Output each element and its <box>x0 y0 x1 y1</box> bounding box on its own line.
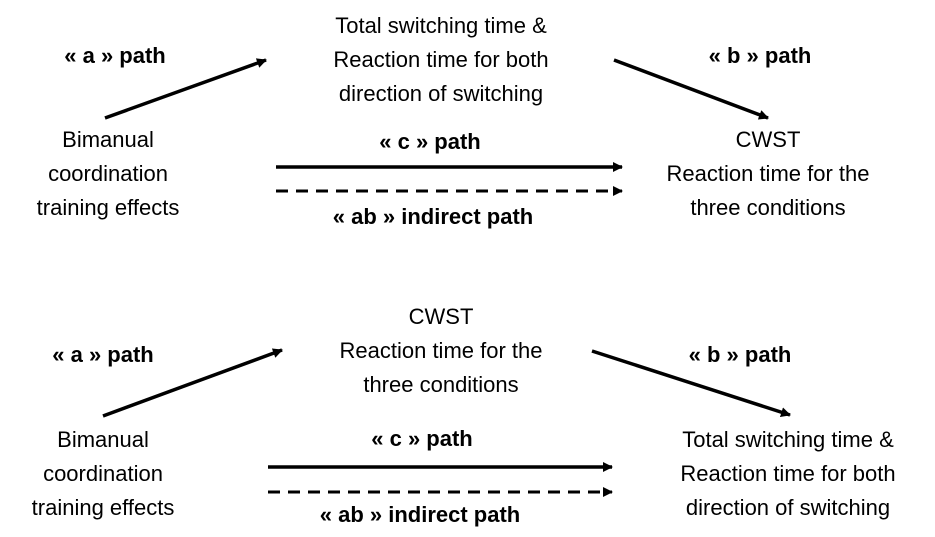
mediator-node: CWST Reaction time for the three conditi… <box>340 300 543 402</box>
c-path-label: « c » path <box>371 426 473 451</box>
b-path-arrow <box>613 58 769 120</box>
b-path-arrow <box>591 349 791 417</box>
mediator-node: Total switching time & Reaction time for… <box>333 9 548 111</box>
arrows-layer <box>102 348 791 497</box>
outcome-line-2: Reaction time for both <box>680 461 896 486</box>
predictor-line-3: training effects <box>36 195 180 220</box>
b-path-label: « b » path <box>688 342 792 367</box>
b-path-label: « b » path <box>708 43 812 68</box>
a-path-arrow <box>104 58 267 120</box>
outcome-line-3: direction of switching <box>685 495 891 520</box>
predictor-line-1: Bimanual <box>57 427 149 452</box>
arrows-layer <box>104 58 769 196</box>
mediator-line-1: Total switching time & <box>335 13 547 38</box>
a-path-label: « a » path <box>52 342 154 367</box>
a-path-arrow <box>102 348 283 418</box>
mediator-line-3: three conditions <box>363 372 519 397</box>
mediator-line-1: CWST <box>408 304 474 329</box>
mediation-diagram-bottom: CWST Reaction time for the three conditi… <box>0 268 935 537</box>
outcome-line-3: three conditions <box>690 195 846 220</box>
predictor-line-2: coordination <box>48 161 168 186</box>
predictor-node: Bimanual coordination training effects <box>32 423 175 525</box>
predictor-node: Bimanual coordination training effects <box>37 123 180 225</box>
predictor-line-2: coordination <box>43 461 163 486</box>
outcome-line-1: Total switching time & <box>682 427 894 452</box>
outcome-node: Total switching time & Reaction time for… <box>680 423 895 525</box>
mediation-diagram-top: Total switching time & Reaction time for… <box>0 0 935 268</box>
predictor-line-1: Bimanual <box>62 127 154 152</box>
mediator-line-2: Reaction time for the <box>339 338 543 363</box>
outcome-node: CWST Reaction time for the three conditi… <box>667 123 870 225</box>
mediator-line-2: Reaction time for both <box>333 47 549 72</box>
outcome-line-1: CWST <box>735 127 801 152</box>
ab-indirect-path-label: « ab » indirect path <box>319 502 521 527</box>
a-path-label: « a » path <box>64 43 166 68</box>
predictor-line-3: training effects <box>31 495 175 520</box>
mediator-line-3: direction of switching <box>338 81 544 106</box>
ab-indirect-path-label: « ab » indirect path <box>332 204 534 229</box>
c-path-label: « c » path <box>379 129 481 154</box>
outcome-line-2: Reaction time for the <box>666 161 870 186</box>
